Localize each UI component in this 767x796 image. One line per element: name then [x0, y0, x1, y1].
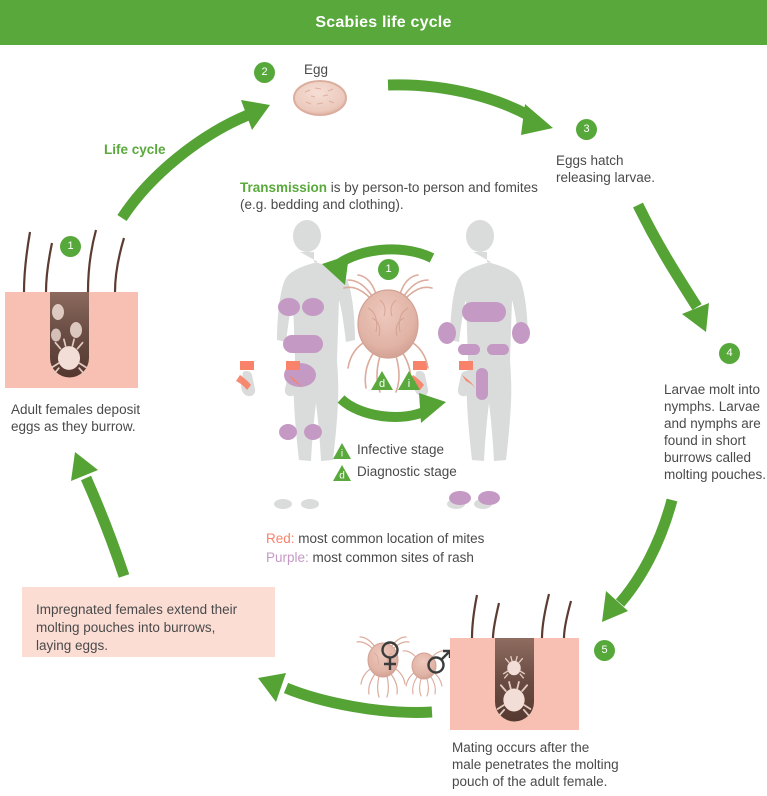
mite-sites-front — [236, 361, 304, 390]
transmission-text: Transmission is by person-to person and … — [240, 179, 540, 213]
svg-text:i: i — [408, 378, 410, 390]
skin-burrow-illustration-step5 — [450, 593, 579, 730]
arrow-egg-to-hatch — [387, 79, 553, 135]
color-legend-red-rest: most common location of mites — [294, 531, 485, 546]
infective-stage-marker-icon: i — [398, 371, 420, 390]
rash-patches-front — [278, 298, 324, 440]
male-symbol-icon — [427, 649, 452, 674]
egg-illustration — [293, 80, 347, 116]
svg-text:i: i — [341, 449, 343, 460]
page-title: Scabies life cycle — [315, 14, 452, 31]
page-header: Scabies life cycle — [0, 0, 767, 45]
color-legend-purple: Purple: most common sites of rash — [266, 549, 474, 566]
step-caption-3: Eggs hatch releasing larvae. — [556, 153, 656, 185]
legend-infective-icon: i — [333, 443, 351, 460]
male-mite-illustration — [402, 650, 446, 697]
step-caption-1: Adult females deposit eggs as they burro… — [11, 402, 141, 434]
svg-text:d: d — [339, 471, 345, 482]
legend-infective-label: Infective stage — [357, 442, 445, 457]
transmission-badge-1: 1 — [378, 259, 399, 280]
arrow-mating-to-impregnated — [258, 673, 433, 718]
step-badge-4: 4 — [719, 343, 740, 364]
life-cycle-label: Life cycle — [104, 142, 166, 157]
diagnostic-stage-marker-icon: d — [371, 371, 393, 390]
impregnated-females-text: Impregnated females extend their molting… — [36, 602, 238, 653]
step-badge-2: 2 — [254, 62, 275, 83]
egg-label: Egg — [304, 62, 329, 77]
step-badge-5: 5 — [594, 640, 615, 661]
step-caption-5: Mating occurs after the male penetrates … — [452, 740, 619, 789]
color-legend-red: Red: most common location of mites — [266, 530, 484, 547]
step-badge-3: 3 — [576, 119, 597, 140]
human-figure-front — [241, 220, 355, 509]
arrow-molt-to-mating — [602, 498, 678, 622]
legend-diagnostic-label: Diagnostic stage — [357, 464, 457, 479]
color-legend-purple-keyword: Purple: — [266, 550, 309, 565]
impregnated-females-box — [22, 587, 275, 657]
transmission-rest: is by person-to person and fomites (e.g.… — [240, 180, 538, 212]
arrow-transmission-bottom — [337, 393, 446, 423]
arrow-hatch-to-molt — [633, 202, 709, 332]
transmission-keyword: Transmission — [240, 180, 328, 195]
color-legend-red-keyword: Red: — [266, 531, 295, 546]
step-caption-4: Larvae molt into nymphs. Larvae and nymp… — [664, 382, 767, 482]
arrow-impregnated-to-deposit — [71, 452, 130, 578]
female-symbol-icon — [381, 641, 399, 670]
arrow-transmission-top — [322, 244, 435, 285]
color-legend-purple-rest: most common sites of rash — [308, 550, 474, 565]
svg-text:d: d — [379, 378, 385, 390]
step-badge-1: 1 — [60, 236, 81, 257]
mite-sites-back — [409, 361, 477, 390]
legend-diagnostic-icon: d — [333, 465, 351, 482]
mite-illustration-center — [343, 274, 433, 393]
female-mite-illustration — [356, 636, 410, 698]
